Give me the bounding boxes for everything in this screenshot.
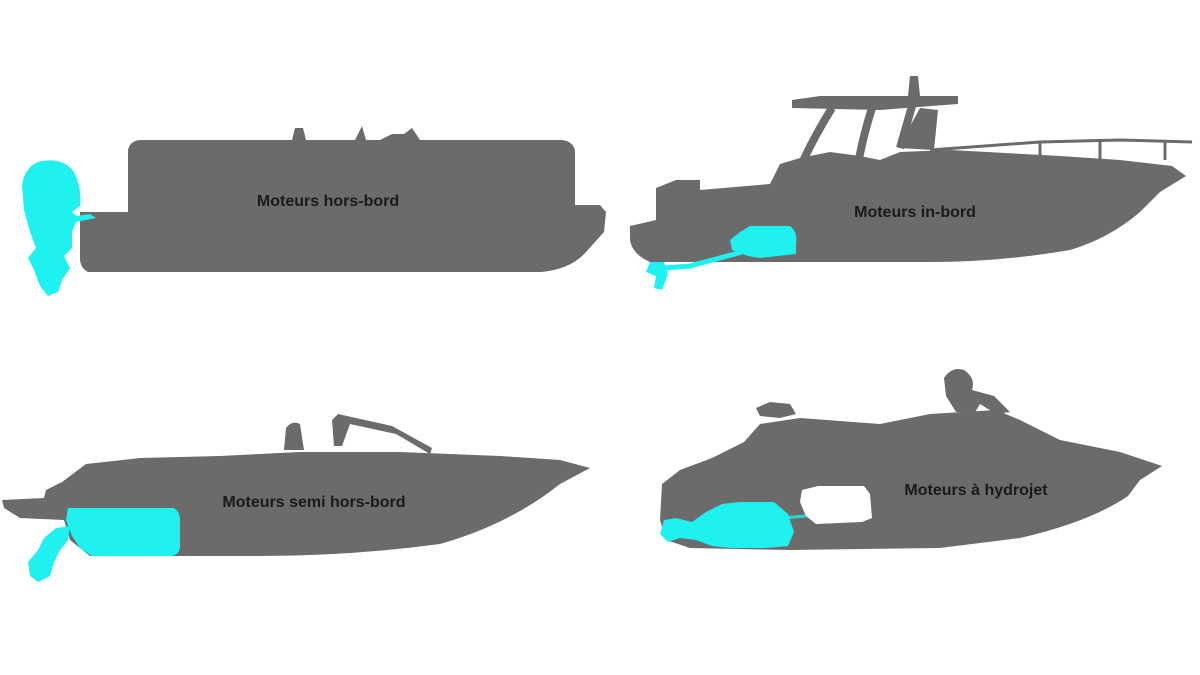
bow-rail bbox=[929, 138, 1193, 164]
engine-block-outline bbox=[800, 486, 872, 524]
prop-shaft bbox=[663, 249, 743, 271]
seat-silhouette bbox=[284, 422, 304, 450]
sterndrive-label: Moteurs semi hors-bord bbox=[222, 494, 405, 511]
rider-silhouette bbox=[944, 369, 1010, 414]
sterndrive-leg-icon bbox=[28, 526, 70, 582]
drive-shaft bbox=[711, 514, 807, 526]
t-top-canopy bbox=[792, 96, 958, 110]
seat-silhouette bbox=[292, 126, 420, 140]
inboard-label: Moteurs in-bord bbox=[854, 204, 976, 221]
handlebar-silhouette bbox=[756, 402, 796, 418]
outboard-boat: Moteurs hors-bord bbox=[22, 126, 606, 296]
sterndrive-engine-icon bbox=[66, 508, 180, 556]
inboard-boat: Moteurs in-bord bbox=[630, 76, 1193, 290]
windshield-frame bbox=[332, 414, 432, 454]
windshield-silhouette bbox=[898, 108, 938, 150]
jet-boat: Moteurs à hydrojet bbox=[660, 369, 1162, 550]
propeller-icon bbox=[646, 262, 668, 290]
antenna-silhouette bbox=[908, 76, 920, 96]
outboard-label: Moteurs hors-bord bbox=[257, 193, 399, 210]
jet-label: Moteurs à hydrojet bbox=[904, 482, 1048, 499]
outboard-motor-icon bbox=[22, 160, 96, 296]
inboard-engine-icon bbox=[730, 226, 797, 258]
pontoon-deck-silhouette bbox=[80, 140, 606, 272]
sterndrive-boat: Moteurs semi hors-bord bbox=[2, 414, 590, 582]
jet-pump-icon bbox=[660, 502, 794, 548]
